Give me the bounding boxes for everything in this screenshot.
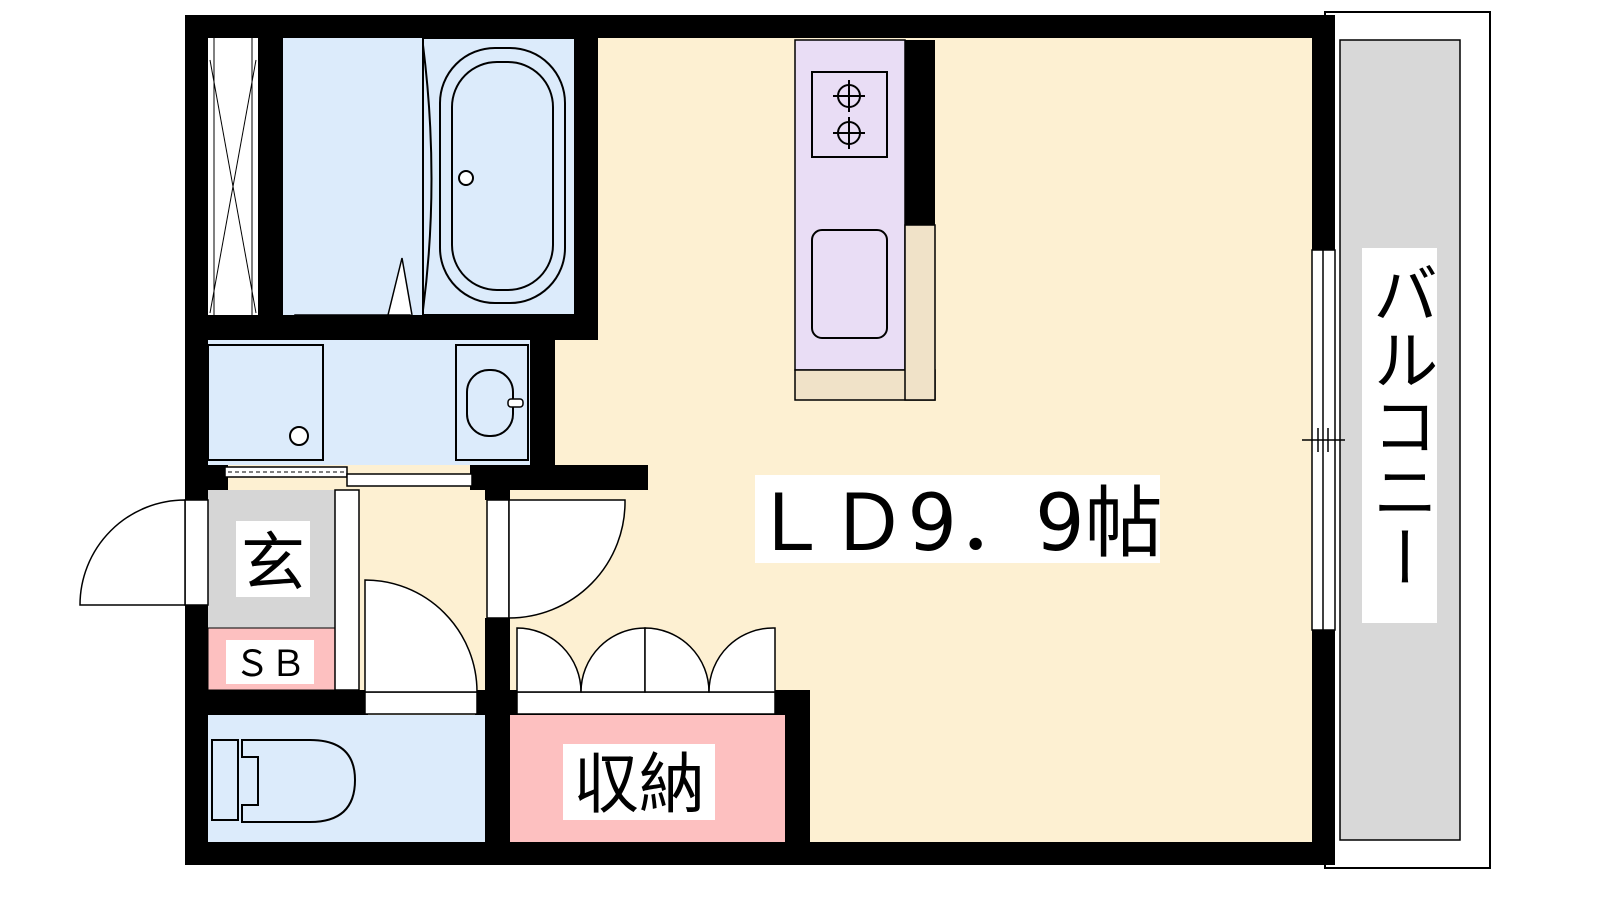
bathtub <box>439 47 566 304</box>
drain-icon <box>458 170 474 186</box>
entrance-label: 玄 <box>241 527 305 601</box>
living-room-label: ＬＤ9．9帖 <box>751 479 1162 569</box>
balcony-label: バルコニー <box>1362 260 1439 590</box>
toilet-icon <box>241 739 357 823</box>
kitchen <box>794 39 936 401</box>
balcony <box>1324 11 1491 869</box>
living-door[interactable] <box>486 499 626 619</box>
balcony-window[interactable] <box>1302 249 1345 631</box>
walls <box>185 15 1335 865</box>
closet <box>208 38 258 315</box>
storage-label: 収納 <box>573 746 705 823</box>
toilet-room <box>208 715 485 842</box>
sink <box>811 229 888 339</box>
toilet-door[interactable] <box>364 579 478 715</box>
shoe-box-label: ＳＢ <box>234 644 306 685</box>
front-door[interactable] <box>79 499 209 606</box>
washroom <box>207 340 530 465</box>
burner-icon <box>833 80 865 149</box>
bathroom <box>283 37 576 338</box>
storage-doors[interactable] <box>516 627 776 715</box>
sliding-door[interactable] <box>224 466 473 487</box>
